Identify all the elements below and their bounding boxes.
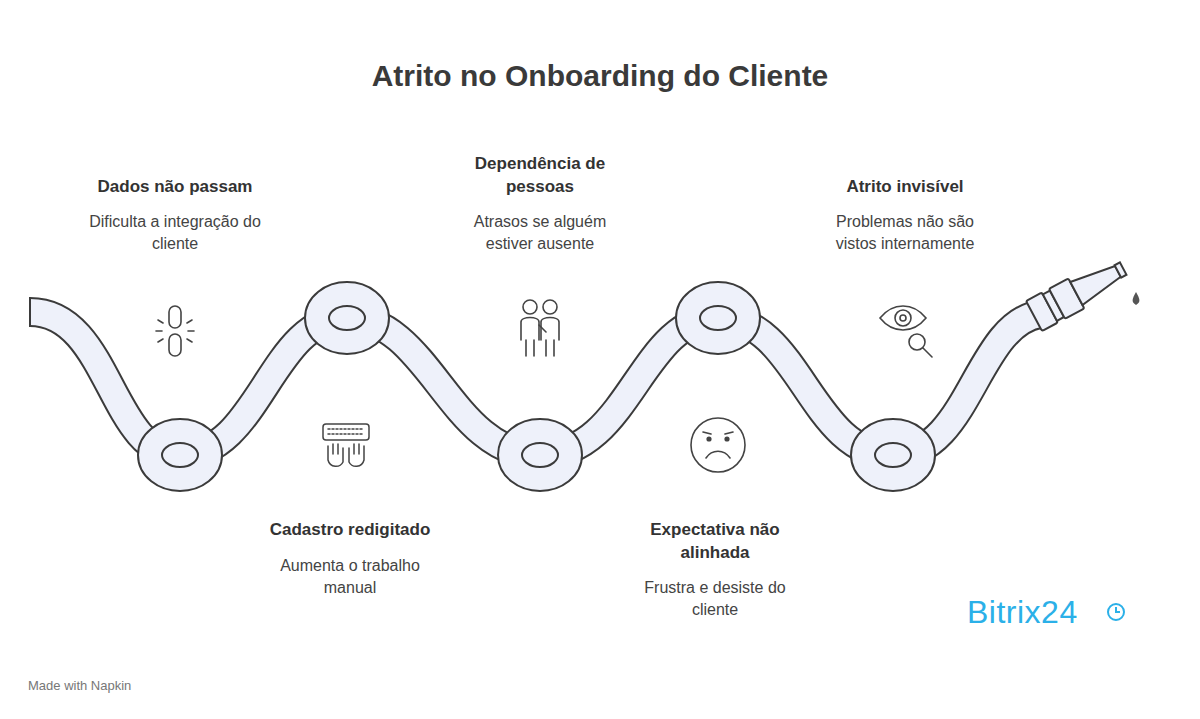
body <box>541 318 559 357</box>
link-part <box>169 306 181 328</box>
broken-link-icon <box>156 306 194 356</box>
problem-description: Frustra e desiste do cliente <box>628 577 803 621</box>
spark <box>156 330 162 332</box>
right-hand <box>349 444 364 466</box>
head <box>543 300 557 314</box>
frown <box>706 451 730 458</box>
watermark: Made with Napkin <box>28 678 228 694</box>
knot-body <box>510 431 570 479</box>
knot-outline <box>150 431 210 479</box>
eye <box>725 437 729 441</box>
link-part <box>169 334 181 356</box>
brow <box>703 432 733 434</box>
problem-description: Dificulta a integração do cliente <box>70 211 280 255</box>
head <box>523 300 537 314</box>
problem-heading: Cadastro redigitado <box>250 518 450 541</box>
problem-description: Aumenta o trabalho manual <box>265 555 435 599</box>
arm <box>539 325 546 332</box>
problem-description: Problemas não são vistos internamente <box>820 211 990 255</box>
spark <box>187 339 192 342</box>
brand-logo: Bitrix24 <box>967 594 1127 630</box>
magnifier-handle <box>923 348 932 357</box>
typing-icon <box>323 424 369 466</box>
knot-outline <box>317 294 377 342</box>
clock-hands <box>1116 607 1120 612</box>
eye <box>880 306 926 330</box>
problem-heading: Atrito invisível <box>805 175 1005 198</box>
spark <box>187 320 192 323</box>
hose-nozzle <box>1026 254 1131 331</box>
knot-outline <box>510 431 570 479</box>
keyboard <box>323 424 369 440</box>
clock-face <box>1108 604 1124 620</box>
diagram-title: Atrito no Onboarding do Cliente <box>0 58 1200 94</box>
knot-body <box>688 294 748 342</box>
nozzle-tip <box>1115 262 1127 277</box>
problem-heading: Dados não passam <box>65 175 285 198</box>
hose-knots <box>150 294 923 479</box>
knot-outline <box>863 431 923 479</box>
knot-outline <box>688 294 748 342</box>
knot-body <box>150 431 210 479</box>
water-drop <box>1133 292 1140 305</box>
iris <box>895 310 911 326</box>
problem-heading: Expectativa não alinhada <box>640 518 790 564</box>
eye <box>707 437 711 441</box>
eye-search-icon <box>880 306 932 357</box>
spark <box>188 330 194 332</box>
face <box>691 418 745 472</box>
left-hand <box>328 444 343 466</box>
spark <box>158 339 163 342</box>
spark <box>158 320 163 323</box>
brand-clock <box>1108 604 1124 620</box>
hose-end <box>29 297 31 327</box>
keys <box>328 429 364 434</box>
knot-body <box>863 431 923 479</box>
body <box>521 318 539 357</box>
pupil <box>900 315 906 321</box>
knot-body <box>317 294 377 342</box>
problem-heading: Dependência de pessoas <box>465 152 615 198</box>
people-icon <box>521 300 559 356</box>
problem-description: Atrasos se alguém estiver ausente <box>455 211 625 255</box>
sad-face-icon <box>691 418 745 472</box>
